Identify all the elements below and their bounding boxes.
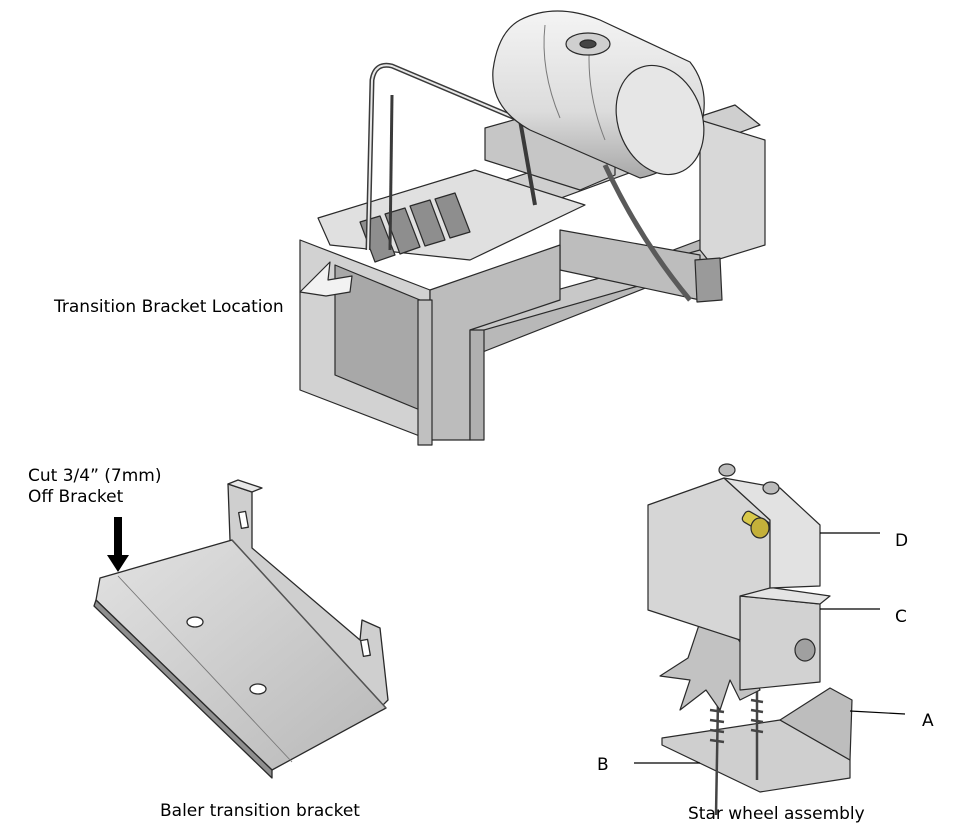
baler-frame-assembly: [299, 10, 766, 446]
bracket-flange-edge: [227, 479, 263, 493]
callout-d: D: [895, 531, 909, 551]
flange-slot-1: [238, 510, 249, 530]
flange-slot-2: [360, 638, 371, 658]
leader-a: [849, 710, 906, 715]
deck-slots: [359, 192, 471, 263]
callout-a: A: [922, 711, 934, 731]
baler-transition-bracket: [93, 479, 389, 779]
star-wheel-assembly: [647, 463, 853, 816]
frame-side-panel-right: [699, 119, 766, 266]
cut-arrow: [107, 517, 129, 572]
leg-right: [469, 329, 485, 441]
rear-bracket: [694, 257, 723, 303]
cut-instruction-line2: Off Bracket: [28, 487, 124, 507]
gold-bolt: [741, 510, 771, 539]
callout-leaders: [634, 532, 906, 764]
location-arrow: [299, 261, 353, 297]
cut-instruction-line1: Cut 3/4” (7mm): [28, 466, 162, 486]
bracket-hole-2: [249, 683, 267, 695]
box-bolt: [794, 638, 816, 662]
hose: [602, 163, 692, 302]
top-box: [723, 477, 821, 589]
callout-b: B: [597, 755, 609, 775]
spring-rods: [709, 690, 764, 816]
baler-bracket-caption: Baler transition bracket: [160, 801, 360, 821]
handrail-highlight: [367, 64, 521, 251]
bracket-hole-1: [186, 616, 204, 628]
transition-location-label: Transition Bracket Location: [54, 297, 284, 317]
bracket-base-plate: [95, 539, 387, 771]
leg-left: [417, 299, 433, 446]
star-wheel-caption: Star wheel assembly: [688, 804, 865, 824]
bracket-plate-edge: [93, 599, 273, 779]
callout-c: C: [895, 607, 907, 627]
water-tank: [492, 10, 705, 179]
top-nut-1: [718, 463, 736, 477]
top-nut-2: [762, 481, 780, 495]
mount-flange-a: [779, 687, 853, 761]
